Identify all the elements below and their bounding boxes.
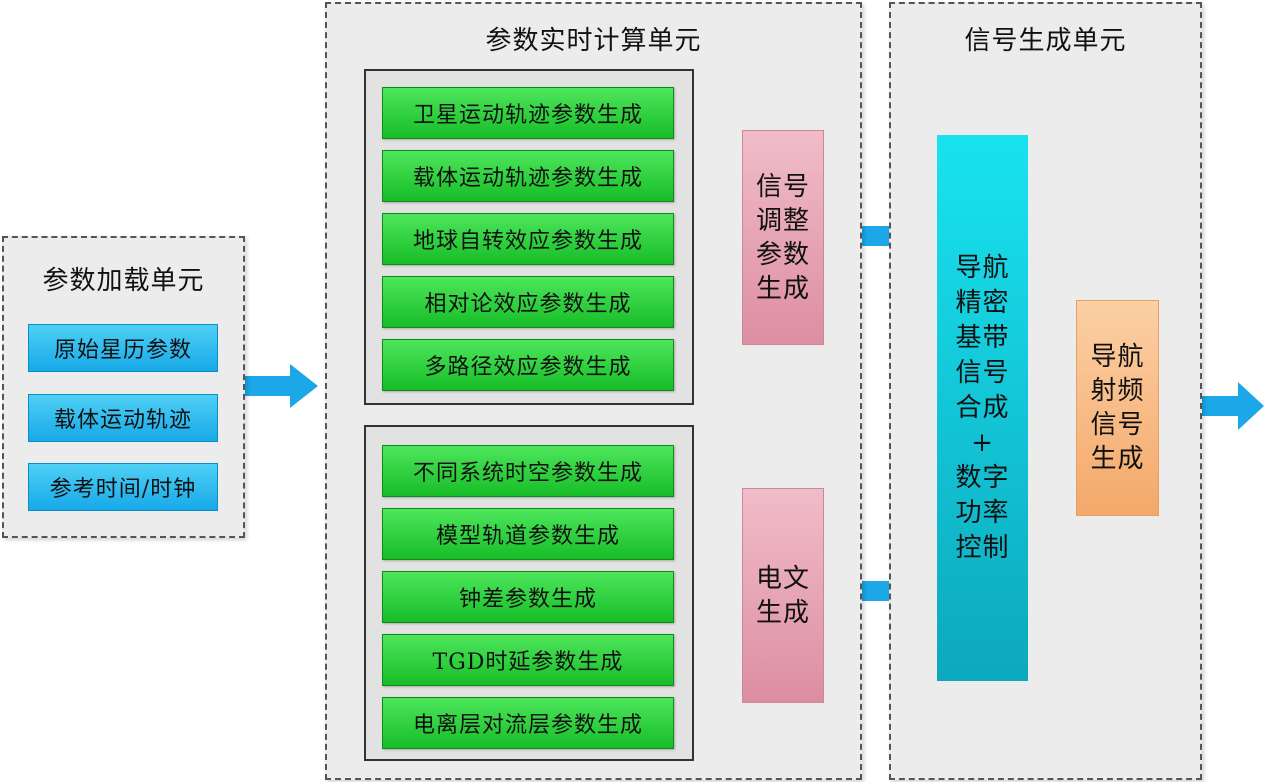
signal-adjust-param-box: 信号 调整 参数 生成 — [742, 130, 824, 345]
rf-signal-gen-box: 导航 射频 信号 生成 — [1076, 300, 1159, 516]
tgd-delay-item: TGD时延参数生成 — [382, 634, 674, 686]
arrow-load-to-calc — [245, 364, 318, 408]
ionosphere-troposphere-item: 电离层对流层参数生成 — [382, 697, 674, 749]
loading-unit-title: 参数加载单元 — [42, 266, 205, 296]
carrier-trajectory-param-item: 载体运动轨迹参数生成 — [382, 150, 674, 202]
baseband-synthesis-box: 导航 精密 基带 信号 合成 + 数字 功率 控制 — [937, 135, 1028, 681]
arrow-message-to-baseband — [823, 567, 936, 615]
model-orbit-item: 模型轨道参数生成 — [382, 508, 674, 560]
arrow-adjust-to-baseband — [823, 212, 936, 260]
parameter-loading-unit: 参数加载单元 原始星历参数 载体运动轨迹 参考时间/时钟 — [2, 236, 245, 538]
signal-adjust-label: 信号 调整 参数 生成 — [755, 171, 810, 304]
time-space-system-item: 不同系统时空参数生成 — [382, 445, 674, 497]
clock-bias-item: 钟差参数生成 — [382, 571, 674, 623]
message-gen-label: 电文 生成 — [755, 563, 810, 628]
arrow-rf-output — [1158, 382, 1264, 430]
signal-gen-unit: 信号生成单元 导航 精密 基带 信号 合成 + 数字 功率 控制 导航 射频 信… — [889, 2, 1202, 780]
realtime-calc-unit: 参数实时计算单元 卫星运动轨迹参数生成 载体运动轨迹参数生成 地球自转效应参数生… — [325, 2, 862, 780]
satellite-trajectory-item: 卫星运动轨迹参数生成 — [382, 87, 674, 139]
rf-signal-gen-label: 导航 射频 信号 生成 — [1090, 342, 1145, 474]
message-params-group: 不同系统时空参数生成 模型轨道参数生成 钟差参数生成 TGD时延参数生成 电离层… — [364, 425, 694, 761]
carrier-trajectory-item: 载体运动轨迹 — [28, 394, 218, 442]
signal-unit-title: 信号生成单元 — [964, 26, 1127, 56]
baseband-synthesis-label: 导航 精密 基带 信号 合成 + 数字 功率 控制 — [955, 252, 1010, 563]
reference-time-clock-item: 参考时间/时钟 — [28, 463, 218, 511]
multipath-item: 多路径效应参数生成 — [382, 339, 674, 391]
calc-unit-title: 参数实时计算单元 — [485, 26, 702, 56]
relativity-item: 相对论效应参数生成 — [382, 276, 674, 328]
earth-rotation-item: 地球自转效应参数生成 — [382, 213, 674, 265]
ephemeris-params-item: 原始星历参数 — [28, 324, 218, 372]
motion-effects-group: 卫星运动轨迹参数生成 载体运动轨迹参数生成 地球自转效应参数生成 相对论效应参数… — [364, 69, 694, 405]
message-gen-box: 电文 生成 — [742, 488, 824, 703]
